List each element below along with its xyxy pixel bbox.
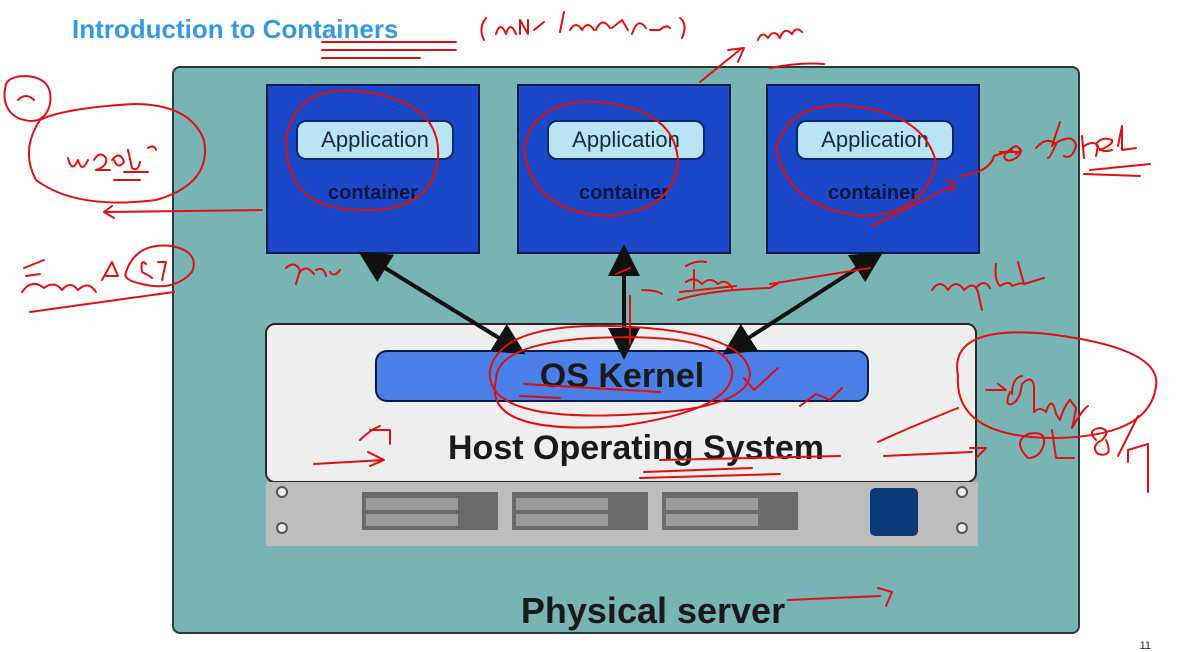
application-pill-2: Application [547,120,705,160]
drive-bay-2 [512,492,648,530]
application-pill-1: Application [296,120,454,160]
arrow-container3-kernel [722,251,884,355]
container-box-2: Application container [517,84,731,254]
server-rack-panel [266,482,978,546]
power-button-icon [870,488,918,536]
os-kernel-box: OS Kernel [375,350,869,402]
rack-screw [956,486,968,498]
rack-screw [276,486,288,498]
container-box-1: Application container [266,84,480,254]
arrow-container1-kernel [358,251,526,355]
container-label-3: container [827,182,919,204]
drive-bay-3 [662,492,798,530]
page-number: 11 [1139,640,1151,652]
drive-bay-1 [362,492,498,530]
page-title: Introduction to Containers [72,14,399,44]
rack-screw [276,522,288,534]
application-pill-3: Application [796,120,954,160]
container-label-2: container [578,182,670,204]
physical-server-label: Physical server [520,590,786,631]
rack-screw [956,522,968,534]
host-os-label: Host Operating System [448,429,824,467]
container-label-1: container [327,182,419,204]
